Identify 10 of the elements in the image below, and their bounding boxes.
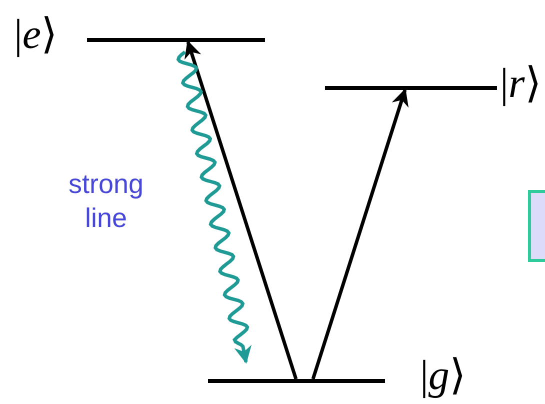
state-label: |e⟩ (14, 14, 58, 56)
wavy-arrow (176, 50, 252, 364)
energy-level (87, 38, 265, 42)
state-label: |g⟩ (420, 355, 466, 397)
edge-label: strong line (67, 168, 145, 235)
energy-level (208, 379, 385, 383)
arrow (311, 88, 409, 380)
energy-level (325, 86, 497, 90)
state-label: |r⟩ (500, 63, 541, 105)
arrow (184, 40, 298, 380)
